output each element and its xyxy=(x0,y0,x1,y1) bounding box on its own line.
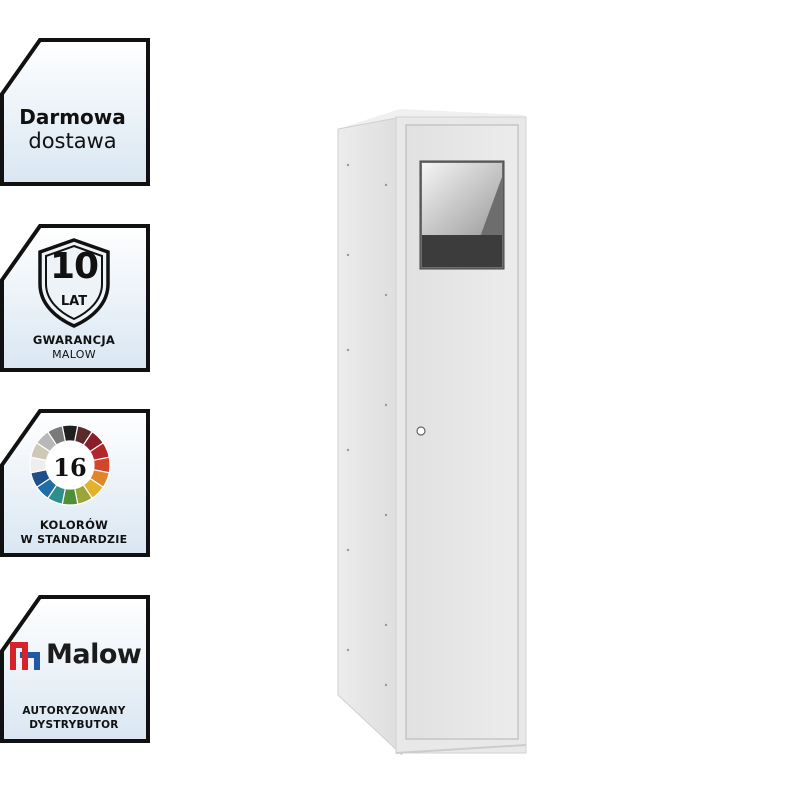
warranty-badge: 10 LAT GWARANCJA MALOW xyxy=(0,224,150,372)
locker-lock xyxy=(416,426,426,436)
color-wheel-icon xyxy=(29,424,111,506)
warranty-line2: MALOW xyxy=(52,348,96,361)
color-wheel-segments xyxy=(29,424,111,506)
shield-icon xyxy=(38,238,110,328)
free-delivery-line1: Darmowa xyxy=(19,105,126,129)
locker-side-rivets xyxy=(346,163,388,687)
colors-badge: 16 KOLORÓW W STANDARDZIE xyxy=(0,409,150,557)
free-delivery-line2: dostawa xyxy=(28,129,117,153)
distributor-badge: Malow AUTORYZOWANY DYSTRYBUTOR xyxy=(0,595,150,743)
badge-frame xyxy=(0,38,150,186)
badge-frame xyxy=(0,595,150,743)
colors-count: 16 xyxy=(53,453,87,482)
locker-base xyxy=(395,744,527,754)
warranty-line1: GWARANCJA xyxy=(32,333,116,347)
locker-side-panel xyxy=(337,116,403,755)
locker-image xyxy=(337,109,527,755)
malow-logo: Malow xyxy=(10,639,145,673)
malow-logo-icon xyxy=(10,642,40,670)
colors-line1: KOLORÓW xyxy=(39,518,109,532)
free-delivery-badge: Darmowa dostawa xyxy=(0,38,150,186)
locker-window-interior xyxy=(422,235,502,267)
locker-window-flap xyxy=(422,163,502,237)
malow-brand-name: Malow xyxy=(46,639,142,670)
warranty-years: 10 xyxy=(49,246,99,287)
distributor-line1: AUTORYZOWANY xyxy=(22,705,126,717)
distributor-line2: DYSTRYBUTOR xyxy=(29,719,119,731)
warranty-unit: LAT xyxy=(60,294,88,309)
colors-line2: W STANDARDZIE xyxy=(20,533,128,546)
